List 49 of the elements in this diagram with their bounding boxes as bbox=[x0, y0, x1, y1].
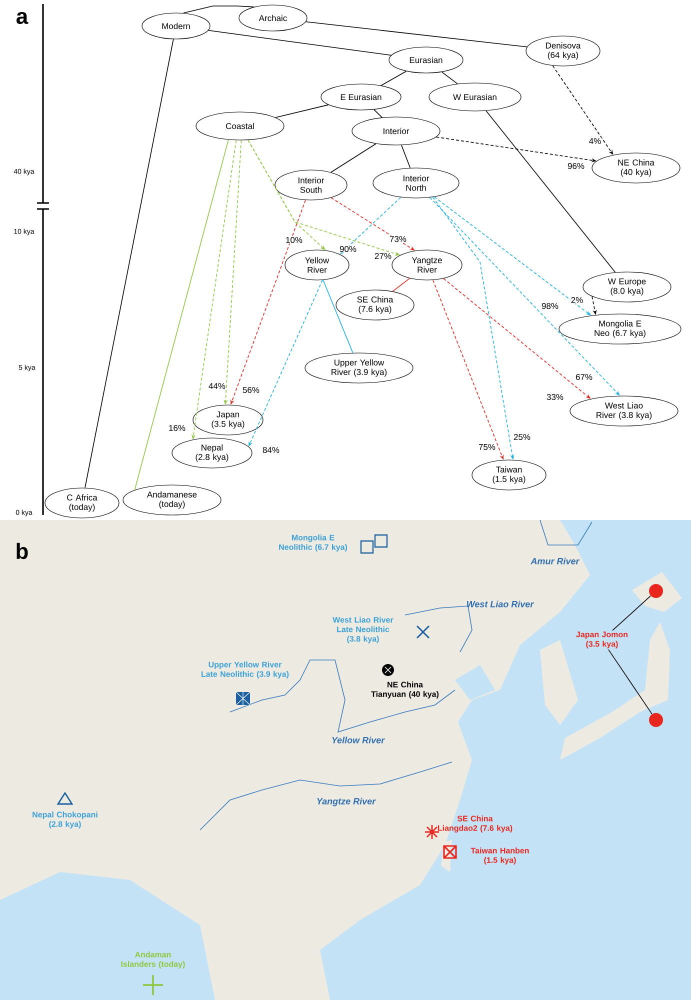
edge-label: 90% bbox=[339, 246, 357, 252]
branch-line bbox=[374, 109, 382, 118]
leader-line bbox=[612, 595, 652, 631]
edge-label: 2% bbox=[570, 296, 584, 304]
branch-line bbox=[401, 144, 411, 168]
river-label: Yellow River bbox=[332, 736, 385, 744]
branch-line bbox=[275, 104, 329, 118]
edge-label: 84% bbox=[262, 446, 280, 454]
site-label: NE China Tianyuan (40 kya) bbox=[371, 682, 439, 698]
branch-line bbox=[183, 6, 254, 14]
river-label: Yangtze River bbox=[317, 798, 376, 806]
edge-label: 33% bbox=[546, 394, 564, 401]
edge-label: 75% bbox=[478, 444, 496, 450]
edge-label: 44% bbox=[208, 382, 226, 390]
panel-letter: a bbox=[16, 12, 28, 24]
branch-line bbox=[322, 280, 354, 354]
branch-line bbox=[134, 139, 229, 490]
branch-line bbox=[306, 21, 528, 48]
branch-line bbox=[392, 278, 410, 292]
branch-line bbox=[208, 30, 392, 56]
edge-label: 73% bbox=[389, 236, 407, 242]
edge-label: 98% bbox=[541, 302, 560, 310]
edge-label: 16% bbox=[168, 424, 186, 432]
site-label: West Liao River Late Neolithic (3.8 kya) bbox=[332, 616, 394, 644]
edge-label: 4% bbox=[588, 138, 602, 144]
site-label: Nepal Chokopani (2.8 kya) bbox=[32, 812, 98, 828]
branch-line bbox=[330, 143, 376, 173]
site-label: Taiwan Hanben (1.5 kya) bbox=[470, 848, 529, 864]
edge-label: 25% bbox=[513, 434, 531, 440]
branch-line bbox=[486, 110, 616, 273]
branch-line bbox=[442, 72, 458, 84]
river-label: West Liao River bbox=[466, 600, 534, 608]
panel-letter: b bbox=[16, 542, 28, 560]
site-marker bbox=[649, 713, 663, 727]
site-label: SE China Liangdao2 (7.6 kya) bbox=[438, 816, 512, 832]
branch-line bbox=[84, 38, 174, 488]
edge-label: 27% bbox=[374, 252, 392, 260]
edge-label: 10% bbox=[285, 236, 303, 244]
edge-label: 56% bbox=[242, 386, 260, 394]
site-label: Upper Yellow River Late Neolithic (3.9 kya) bbox=[202, 662, 289, 678]
leader-line bbox=[608, 649, 652, 714]
site-label: Andaman Islanders (today) bbox=[121, 952, 185, 968]
edge-label: 96% bbox=[567, 162, 585, 170]
site-label: Japan Jomon (3.5 kya) bbox=[576, 632, 628, 648]
river-label: Amur River bbox=[530, 558, 580, 564]
branch-line bbox=[380, 70, 407, 86]
site-label: Mongolia E Neolithic (6.7 kya) bbox=[279, 534, 348, 552]
site-marker bbox=[649, 584, 663, 598]
edge-label: 67% bbox=[575, 374, 593, 381]
